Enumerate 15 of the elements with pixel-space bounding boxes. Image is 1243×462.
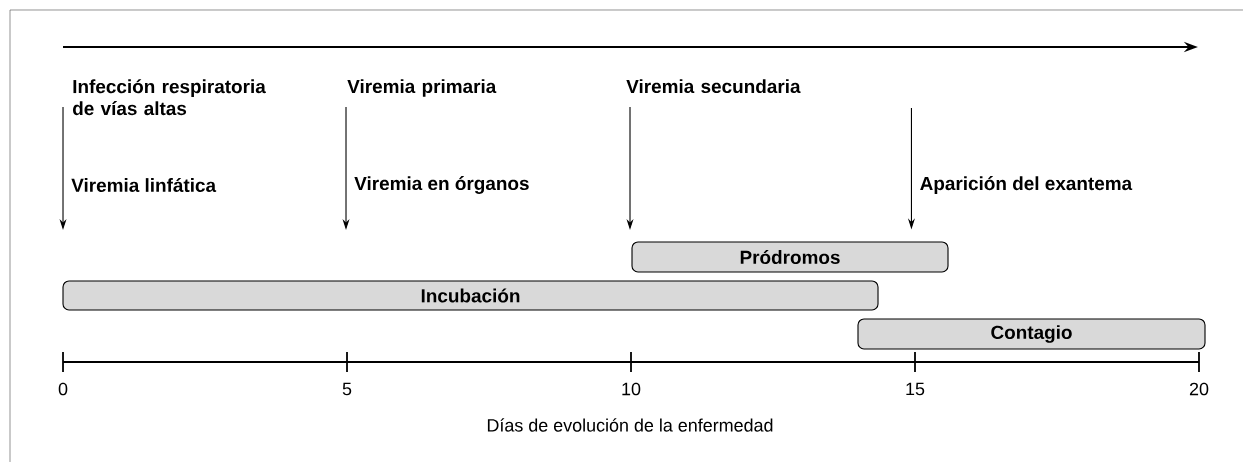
tick-label: 5 [342, 382, 352, 396]
tick-label: 15 [906, 382, 925, 396]
event-label: Infección respiratoria de vías altas [73, 79, 266, 116]
phase-bar: Contagio [857, 318, 1206, 350]
tick-label: 20 [1189, 382, 1209, 396]
tick-label: 10 [622, 382, 641, 396]
axis-title: Días de evolución de la enfermedad [487, 418, 773, 432]
edge-label: Viremia linfática [71, 177, 217, 193]
tick-label: 0 [58, 382, 68, 396]
edge-label: Viremia en órganos [354, 176, 529, 194]
edge-label: Aparición del exantema [920, 176, 1133, 194]
event-label: Viremia primaria [347, 79, 497, 97]
event-label: Viremia secundaria [626, 79, 801, 94]
phase-bar: Pródromos [631, 241, 949, 273]
phase-bar: Incubación [62, 280, 879, 311]
